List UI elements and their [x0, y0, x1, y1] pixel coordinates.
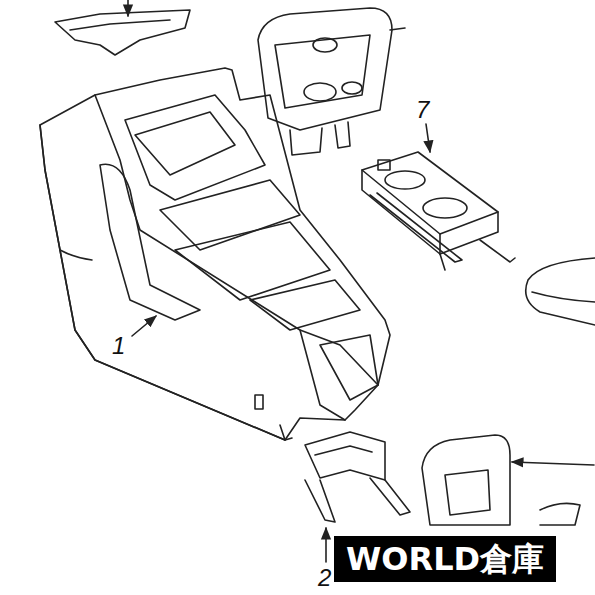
- leader-line: [325, 528, 327, 562]
- callout-number: 7: [416, 98, 429, 122]
- watermark: WORLD倉庫: [334, 536, 556, 582]
- leader-line: [132, 316, 156, 336]
- cup-holder-tray: [362, 152, 515, 270]
- callout-number: 2: [318, 566, 331, 590]
- armrest: [526, 258, 595, 325]
- bracket: [305, 432, 410, 522]
- center-console: [40, 68, 390, 440]
- cup-holder-cover: [422, 435, 594, 525]
- leader-line: [426, 124, 430, 152]
- trim-piece: [55, 0, 190, 55]
- callout-number: 1: [112, 334, 125, 358]
